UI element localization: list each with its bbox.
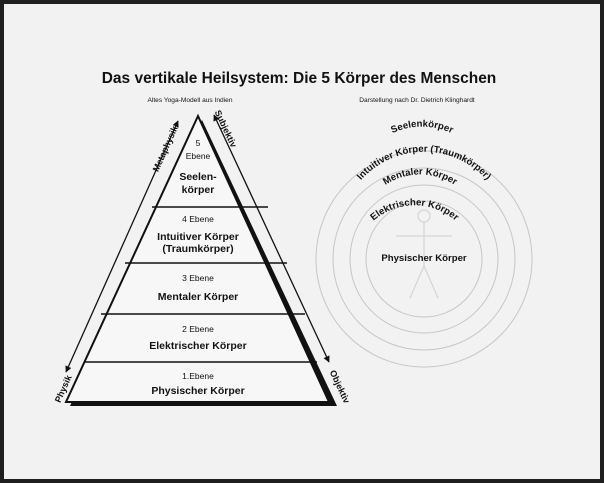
level-label: 4 Ebene — [182, 214, 214, 224]
caption-right: Darstellung nach Dr. Dietrich Klinghardt — [359, 97, 475, 104]
body-name: Elektrischer Körper — [149, 340, 246, 352]
ring-2 — [365, 200, 483, 318]
figure-leg-left — [409, 265, 425, 299]
level-number: 5 — [196, 138, 201, 148]
ring-outer — [315, 150, 533, 368]
axis-label-subjektiv: Subjektiv — [213, 108, 239, 148]
slide: Das vertikale Heilsystem: Die 5 Körper d… — [4, 4, 600, 479]
level-label: 1.Ebene — [182, 371, 214, 381]
level-label: Ebene — [186, 151, 211, 161]
concentric-rings — [315, 150, 533, 368]
level-label: 2 Ebene — [182, 324, 214, 334]
ring-label-mental: Mentaler Körper — [381, 166, 459, 187]
diagram: Das vertikale Heilsystem: Die 5 Körper d… — [53, 70, 533, 406]
body-name: körper — [182, 184, 215, 196]
page-title: Das vertikale Heilsystem: Die 5 Körper d… — [102, 70, 497, 87]
body-name: Mentaler Körper — [158, 291, 239, 303]
caption-left: Altes Yoga-Modell aus Indien — [147, 97, 232, 104]
body-name: Seelen- — [179, 171, 217, 183]
metaphysik-physik-arrow — [65, 120, 179, 373]
subjektiv-objektiv-arrow — [213, 114, 330, 363]
figure-leg-right — [423, 265, 439, 299]
pyramid-level-1: 1.Ebene Physischer Körper — [151, 371, 244, 397]
body-name: (Traumkörper) — [162, 243, 233, 255]
pyramid-level-5: 5 Ebene Seelen- körper — [179, 138, 217, 196]
human-figure — [396, 209, 452, 299]
level-label: 3 Ebene — [182, 273, 214, 283]
ring-label-seelen: Seelenkörper — [389, 119, 455, 136]
ring-4 — [332, 167, 516, 351]
ring-3 — [349, 184, 499, 334]
figure-head — [417, 209, 431, 223]
ring-label-physisch: Physischer Körper — [381, 253, 467, 264]
body-name: Intuitiver Körper — [157, 231, 239, 243]
body-name: Physischer Körper — [151, 385, 244, 397]
